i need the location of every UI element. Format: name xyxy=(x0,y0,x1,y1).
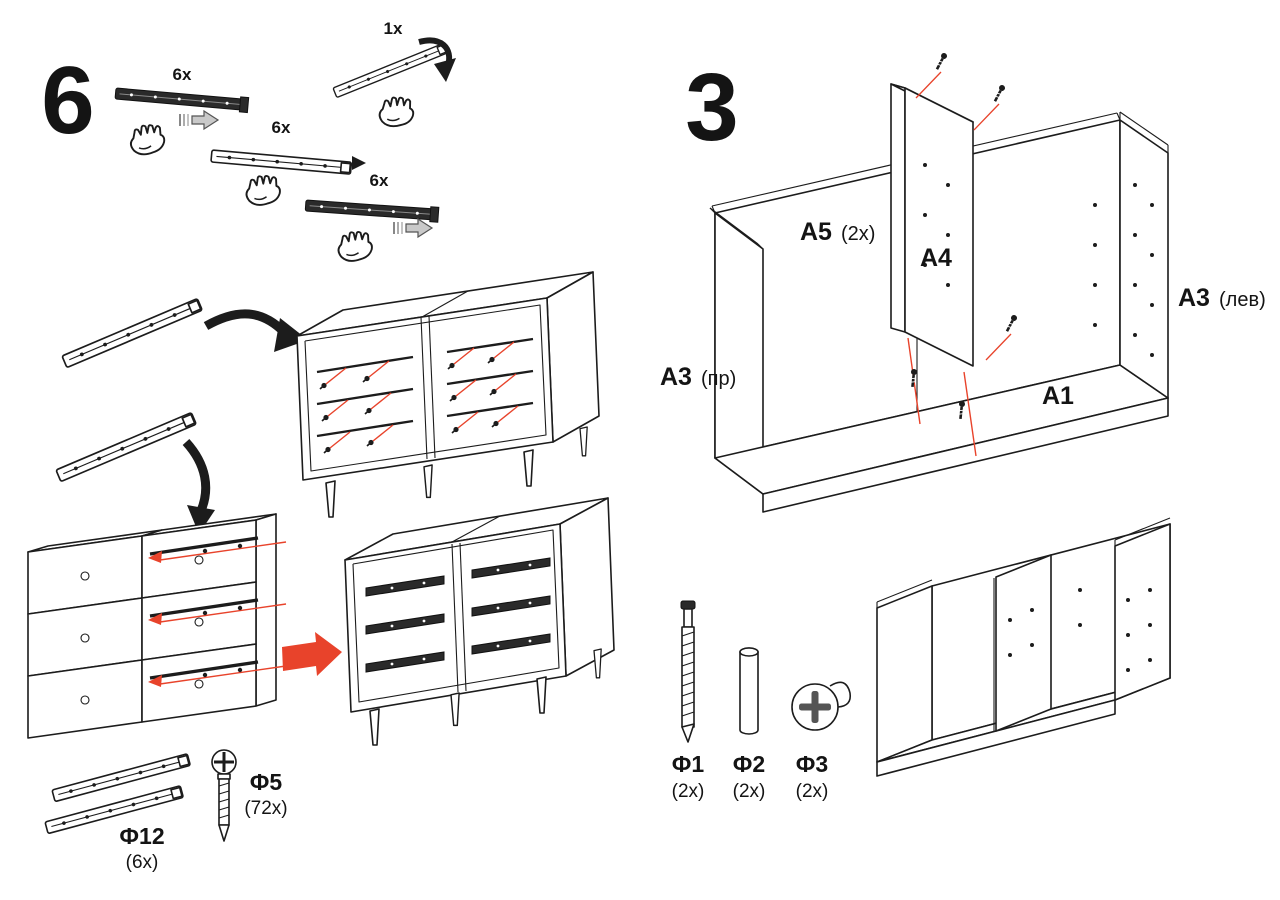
quantity-label: 1x xyxy=(384,19,403,38)
quantity-label: 6x xyxy=(272,118,291,137)
divider-panel-drawing xyxy=(890,50,1020,457)
part-label-a3-right: A3 xyxy=(660,363,692,391)
dowel-icon xyxy=(739,647,759,735)
part-note-a3-right: (пр) xyxy=(701,368,736,390)
screw-hardware-callout: Ф5 (72x) xyxy=(211,749,288,842)
hardware-count: (6x) xyxy=(126,852,159,873)
hand-icon xyxy=(241,171,284,210)
slide-insertion-icon xyxy=(148,536,287,563)
cam-lock-icon xyxy=(791,681,852,731)
fitting-count: (2x) xyxy=(733,781,766,802)
slide-insertion-icon xyxy=(148,598,287,625)
assembled-carcass-drawing xyxy=(876,517,1171,777)
drawer-slide-icon xyxy=(210,149,353,175)
fitting-label: Ф1 xyxy=(672,751,705,777)
fitting-callout-f2: Ф2 (2x) xyxy=(733,647,766,802)
drawer-slide-icon xyxy=(114,85,250,114)
slide-insertion-icon xyxy=(148,660,287,687)
step-6-section: 6 6x 6x 6x 1x xyxy=(27,19,615,873)
hardware-label: Ф5 xyxy=(250,769,283,795)
push-arrow-icon xyxy=(393,218,433,238)
fitting-label: Ф3 xyxy=(796,751,828,777)
hand-icon xyxy=(125,120,168,159)
fitting-count: (2x) xyxy=(796,781,829,802)
curved-arrow-icon xyxy=(203,309,308,352)
fitting-count: (2x) xyxy=(672,781,705,802)
fitting-label: Ф2 xyxy=(733,751,765,777)
slide-detail-drawing xyxy=(332,37,456,130)
part-label-a4: A4 xyxy=(920,244,952,272)
part-label-a5: A5 xyxy=(800,218,832,246)
hand-icon xyxy=(333,227,376,266)
mounted-slide-icon xyxy=(316,355,414,454)
drawer-slide-icon xyxy=(304,197,440,223)
fitting-callout-f1: Ф1 (2x) xyxy=(672,600,705,802)
quantity-label: 6x xyxy=(370,171,389,190)
red-arrow-icon xyxy=(282,632,342,676)
step-number: 6 xyxy=(41,47,94,154)
mounted-slide-icon xyxy=(446,337,534,434)
part-label-a3-left: A3 xyxy=(1178,284,1210,312)
quantity-label: 6x xyxy=(173,65,192,84)
push-arrow-icon xyxy=(179,110,219,130)
curved-arrow-icon xyxy=(182,438,215,534)
exploded-carcass-drawing: A5 (2x) A4 A3 (лев) A3 (пр) A1 xyxy=(660,50,1266,513)
drawer-slide-icon xyxy=(55,411,198,483)
slide-hardware-callout: Ф12 (6x) xyxy=(44,752,192,873)
step-3-section: 3 xyxy=(660,50,1266,802)
screw-icon xyxy=(991,82,1008,104)
step-number: 3 xyxy=(685,54,738,161)
fitting-callout-f3: Ф3 (2x) xyxy=(791,681,852,802)
part-label-a1: A1 xyxy=(1042,382,1074,410)
arrow-tip-icon xyxy=(352,156,366,170)
part-note-a3-left: (лев) xyxy=(1219,289,1266,311)
hand-icon xyxy=(375,93,416,130)
hardware-count: (72x) xyxy=(244,798,287,819)
screw-icon xyxy=(211,749,237,842)
hardware-label: Ф12 xyxy=(119,823,164,849)
confirmat-screw-icon xyxy=(680,600,696,743)
part-count-a5: (2x) xyxy=(841,223,875,245)
assembled-cabinet-drawing xyxy=(344,497,615,746)
drawer-slide-icon xyxy=(61,297,204,369)
cabinet-carcass-drawing xyxy=(296,271,600,518)
screw-icon xyxy=(933,50,950,72)
mounted-slide-icon xyxy=(365,557,551,673)
drawer-stack-drawing xyxy=(27,513,287,739)
